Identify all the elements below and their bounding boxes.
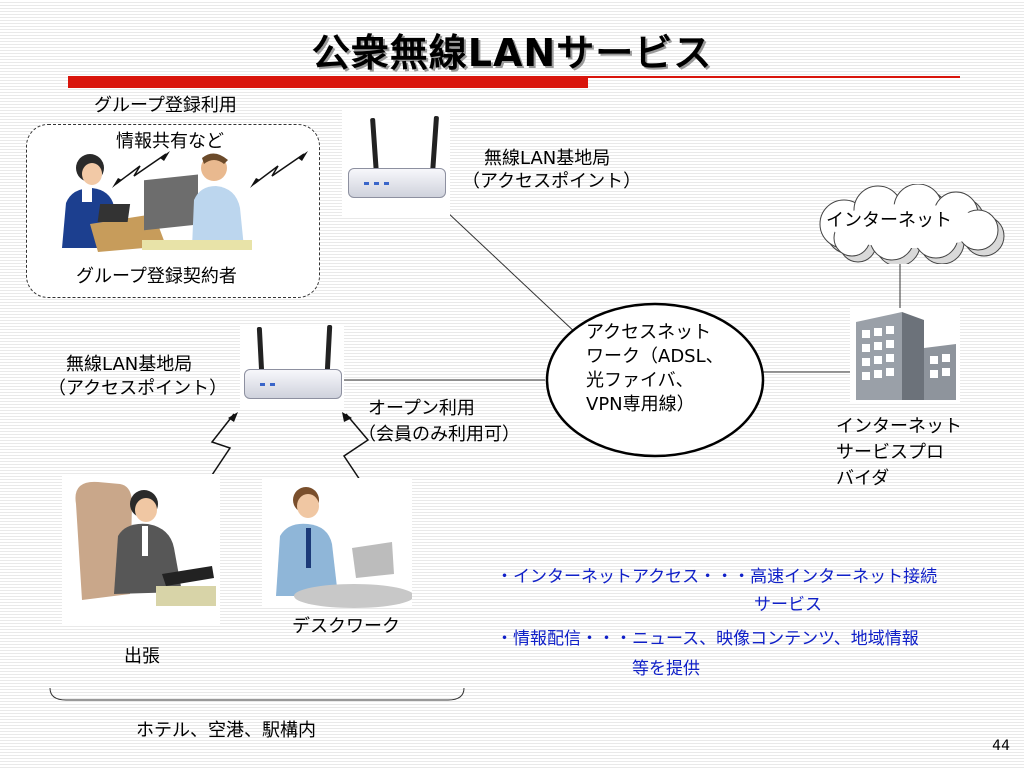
wireless-signal-icon <box>112 151 170 188</box>
man-figure <box>142 153 252 250</box>
router-icon <box>244 369 342 399</box>
access-network-line4: VPN専用線） <box>586 394 695 415</box>
line-ap-top-to-network <box>429 195 579 336</box>
service-internet-access: ・インターネットアクセス・・・高速インターネット接続 <box>496 567 938 587</box>
ap-left-label-line1: 無線LAN基地局 <box>66 354 193 375</box>
group-top-label: グループ登録利用 <box>94 95 237 116</box>
wireless-signal-icon <box>250 151 308 188</box>
isp-line1: インターネット <box>836 416 962 437</box>
locations-label: ホテル、空港、駅構内 <box>136 720 316 741</box>
group-people-illustration <box>62 153 252 252</box>
access-point-left-image <box>240 324 344 409</box>
page-number: 44 <box>992 738 1010 754</box>
group-bottom-label: グループ登録契約者 <box>76 266 237 287</box>
antenna-icon <box>324 324 333 374</box>
isp-line3: バイダ <box>836 468 890 489</box>
access-network-ellipse <box>545 302 765 458</box>
service-internet-access-cont: サービス <box>754 595 822 615</box>
access-point-top-image <box>342 108 450 218</box>
internet-label: インターネット <box>826 210 952 231</box>
slide-title: 公衆無線LANサービス <box>311 31 713 75</box>
internet-cloud-icon <box>819 184 1005 264</box>
ap-left-label-line2: （アクセスポイント） <box>48 378 228 399</box>
ap-top-label-line1: 無線LAN基地局 <box>484 148 611 169</box>
access-network-line3: 光ファイバ、 <box>586 370 694 391</box>
desk-work-illustration <box>262 478 412 608</box>
business-trip-label: 出張 <box>124 646 160 667</box>
antenna-icon <box>370 117 379 175</box>
access-network-line1: アクセスネット <box>586 322 712 343</box>
locations-brace <box>49 687 465 701</box>
open-use-line1: オープン利用 <box>368 398 475 419</box>
access-network-line2: ワーク（ADSL、 <box>586 346 724 367</box>
service-info-delivery: ・情報配信・・・ニュース、映像コンテンツ、地域情報 <box>496 629 919 649</box>
ap-top-label-line2: （アクセスポイント） <box>462 171 642 192</box>
group-sharing-label: 情報共有など <box>116 131 224 152</box>
desk-work-label: デスクワーク <box>292 616 400 637</box>
antenna-icon <box>256 326 265 374</box>
open-use-line2: （会員のみ利用可） <box>358 424 520 445</box>
isp-line2: サービスプロ <box>836 442 944 463</box>
title-underline-bar <box>68 76 588 88</box>
router-icon <box>348 168 446 198</box>
service-info-delivery-cont: 等を提供 <box>632 659 700 679</box>
business-trip-illustration <box>62 474 220 624</box>
isp-building-icon <box>850 308 960 404</box>
title-underline-rule <box>588 76 960 78</box>
antenna-icon <box>429 115 440 175</box>
